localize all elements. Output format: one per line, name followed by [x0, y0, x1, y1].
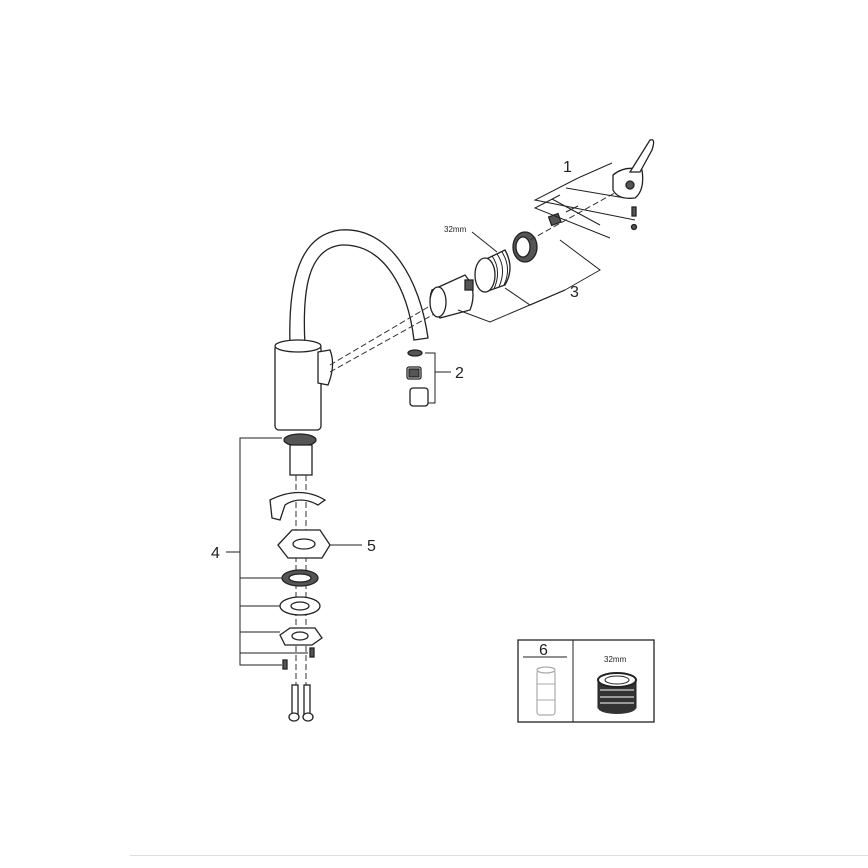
cartridge-nut-size: 32mm — [444, 225, 467, 234]
spare-parts-box: 6 32mm — [517, 639, 655, 723]
faucet-body — [274, 299, 446, 431]
faucet-spout — [289, 229, 429, 346]
mounting-parts — [269, 433, 362, 722]
lever-handle — [612, 139, 655, 231]
callout-3-leaders — [457, 239, 601, 323]
retaining-ring — [512, 231, 538, 263]
spare-cartridge — [536, 666, 556, 716]
callout-1-leaders — [533, 162, 636, 239]
callout-6: 6 — [539, 642, 548, 659]
footer-divider — [130, 855, 868, 856]
callout-4-leaders — [226, 437, 308, 666]
aerator-parts — [406, 349, 451, 407]
spare-nut-size: 32mm — [604, 655, 627, 664]
callout-3: 3 — [570, 284, 579, 301]
callout-2: 2 — [455, 365, 464, 382]
callout-4: 4 — [211, 545, 220, 562]
handle-adapter — [529, 189, 621, 241]
cartridge-nut-32mm — [474, 249, 511, 293]
dimension-leader — [471, 231, 498, 253]
callout-5: 5 — [367, 538, 376, 555]
callout-1: 1 — [563, 159, 572, 176]
spare-nut-32mm — [597, 672, 637, 714]
cartridge — [429, 274, 474, 319]
